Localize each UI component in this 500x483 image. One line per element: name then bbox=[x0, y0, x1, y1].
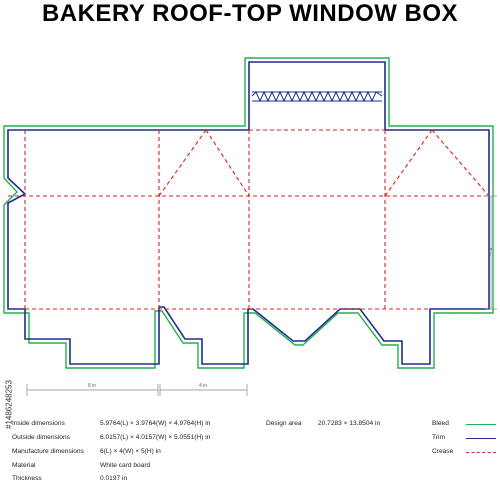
dimension-label-8in: 8 in bbox=[88, 383, 96, 389]
legend-label-crease: Crease bbox=[432, 448, 454, 455]
trim-outline bbox=[7, 61, 490, 365]
spec-value-manufacture: 6(L) × 4(W) × 5(H) in bbox=[100, 448, 161, 455]
legend-label-trim: Trim bbox=[432, 434, 445, 441]
crease-line bbox=[205, 129, 250, 197]
dimension-lines bbox=[26, 195, 497, 396]
spec-value-material: White card board bbox=[100, 462, 151, 469]
spec-label-material: Material bbox=[12, 462, 36, 469]
spec-label-outside: Outside dimensions bbox=[12, 434, 70, 441]
design-area-label: Design area bbox=[266, 420, 302, 427]
bleed-outline bbox=[3, 57, 494, 369]
perforation-zigzag bbox=[251, 90, 383, 103]
spec-label-manufacture: Manufacture dimensions bbox=[12, 448, 84, 455]
design-area-value: 20.7283 × 13.8504 in bbox=[318, 420, 381, 427]
diagram-title: BAKERY ROOF-TOP WINDOW BOX bbox=[41, 0, 459, 27]
legend-swatch-crease bbox=[466, 452, 496, 453]
crease-line bbox=[158, 129, 207, 197]
lock-tab-perforation bbox=[251, 90, 383, 103]
dimension-label-4in: 4 in bbox=[199, 383, 207, 389]
legend-swatch-trim bbox=[466, 438, 496, 439]
spec-label-thickness: Thickness bbox=[12, 475, 42, 482]
stock-id-code: #1486248253 bbox=[4, 380, 14, 429]
legend-swatch-bleed bbox=[466, 424, 496, 425]
spec-label-inside: Inside dimensions bbox=[12, 420, 65, 427]
legend-label-bleed: Bleed bbox=[432, 420, 449, 427]
spec-value-thickness: 0.0197 in bbox=[100, 475, 128, 482]
dimension-label-5in: 5 in bbox=[486, 248, 492, 256]
crease-lines bbox=[8, 129, 490, 310]
crease-line bbox=[384, 129, 433, 197]
spec-value-outside: 6.0157(L) × 4.0157(W) × 5.0551(H) in bbox=[100, 434, 211, 441]
crease-line bbox=[431, 129, 490, 197]
spec-value-inside: 5.9764(L) × 3.9764(W) × 4.9764(H) in bbox=[100, 420, 211, 427]
